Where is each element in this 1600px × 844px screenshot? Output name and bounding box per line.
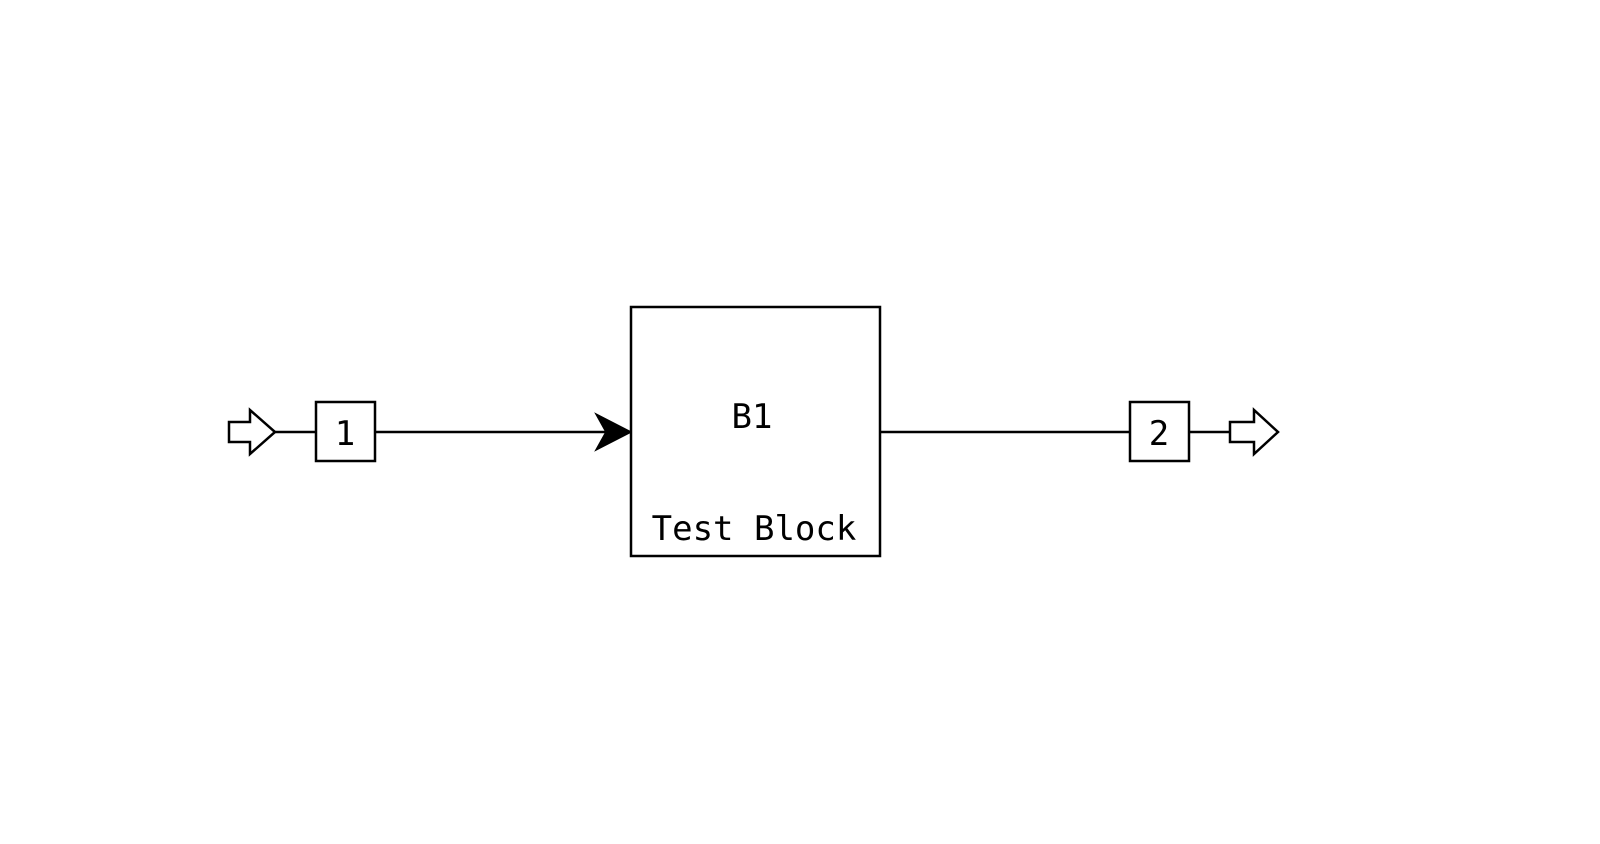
block-b1[interactable]: B1 Test Block: [629, 305, 882, 558]
input-port-arrow-icon[interactable]: [227, 407, 277, 457]
output-port-arrow-icon[interactable]: [1228, 407, 1280, 457]
output-port-2[interactable]: 2: [1128, 400, 1191, 463]
output-port-number: 2: [1149, 414, 1169, 454]
input-port-number: 1: [335, 414, 355, 454]
block-caption-label: Test Block: [652, 509, 857, 549]
block-body[interactable]: [629, 305, 882, 558]
block-id-label: B1: [732, 397, 773, 437]
input-signal-arrowhead-icon: [594, 412, 633, 452]
output-port-box[interactable]: [1128, 400, 1191, 463]
input-port-1[interactable]: 1: [314, 400, 377, 463]
